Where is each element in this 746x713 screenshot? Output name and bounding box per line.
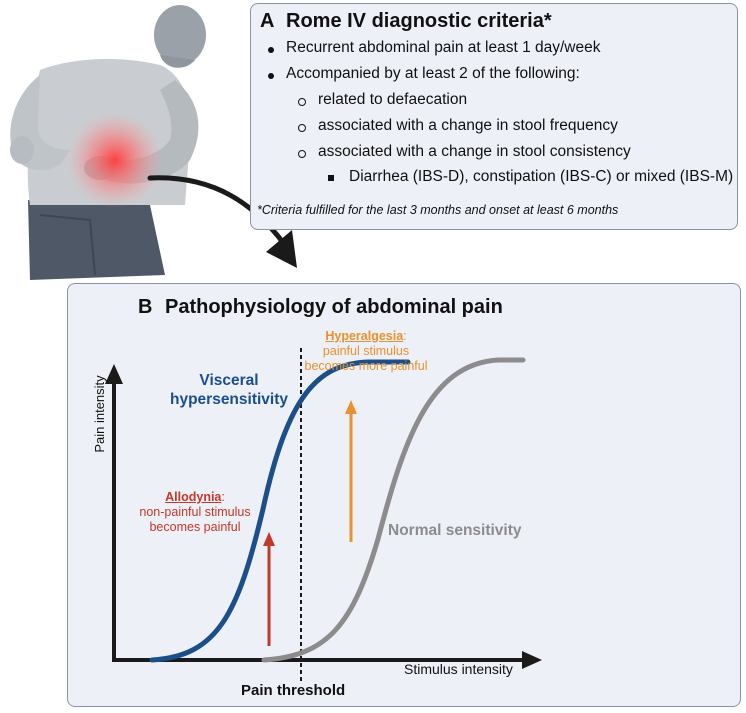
hyperalgesia-arrow-head-icon xyxy=(345,400,357,414)
allodynia-annotation: Allodynia: non-painful stimulus becomes … xyxy=(125,490,265,535)
normal-sensitivity-label: Normal sensitivity xyxy=(388,522,522,539)
bullet-dot-icon xyxy=(268,73,274,79)
bullet-ring-icon xyxy=(298,150,306,158)
visceral-label-line-1: Visceral xyxy=(199,372,259,389)
allodynia-arrow-head-icon xyxy=(263,532,275,546)
panel-b-title: Pathophysiology of abdominal pain xyxy=(165,296,503,318)
panel-a-title: Rome IV diagnostic criteria* xyxy=(286,10,552,32)
panel-a-rome-iv-criteria: A Rome IV diagnostic criteria* Recurrent… xyxy=(250,3,738,230)
ibs-subtypes: Diarrhea (IBS-D), constipation (IBS-C) o… xyxy=(349,168,734,185)
bullet-ring-icon xyxy=(298,124,306,132)
x-axis-label: Stimulus intensity xyxy=(404,661,513,677)
sub-criterion-2: associated with a change in stool freque… xyxy=(318,117,618,134)
sub-criterion-3: associated with a change in stool consis… xyxy=(318,143,631,160)
y-axis-arrow-icon xyxy=(105,364,123,384)
sub-criterion-1: related to defaecation xyxy=(318,91,468,108)
allodynia-term: Allodynia xyxy=(165,490,222,504)
pain-threshold-label: Pain threshold xyxy=(241,682,346,699)
visceral-hypersensitivity-label: Visceral hypersensitivity xyxy=(169,371,289,409)
panel-b-letter: B xyxy=(138,296,153,318)
panel-b-pathophysiology: B Pathophysiology of abdominal pain Pain… xyxy=(67,283,741,707)
hyperalgesia-annotation: Hyperalgesia: painful stimulus becomes m… xyxy=(301,329,431,374)
bullet-square-icon xyxy=(328,175,334,181)
allodynia-desc-1: non-painful stimulus xyxy=(139,505,251,519)
person-abdominal-pain-illustration xyxy=(10,5,297,280)
x-axis-arrow-icon xyxy=(522,651,542,669)
criterion-2: Accompanied by at least 2 of the followi… xyxy=(286,65,580,82)
criterion-1: Recurrent abdominal pain at least 1 day/… xyxy=(286,39,601,56)
allodynia-desc-2: becomes painful xyxy=(149,520,241,534)
bullet-dot-icon xyxy=(268,47,274,53)
pain-sensitivity-chart: Pain intensity xyxy=(92,348,542,682)
hyperalgesia-desc-2: becomes more painful xyxy=(304,359,428,373)
visceral-hypersensitivity-curve xyxy=(149,359,411,663)
normal-sensitivity-curve xyxy=(261,357,526,663)
panel-a-letter: A xyxy=(260,10,275,32)
y-axis-label: Pain intensity xyxy=(92,375,107,453)
criteria-footnote: *Criteria fulfilled for the last 3 month… xyxy=(257,203,619,217)
hyperalgesia-term: Hyperalgesia xyxy=(325,329,404,343)
bullet-ring-icon xyxy=(298,98,306,106)
visceral-label-line-2: hypersensitivity xyxy=(169,391,289,408)
hyperalgesia-desc-1: painful stimulus xyxy=(322,344,410,358)
